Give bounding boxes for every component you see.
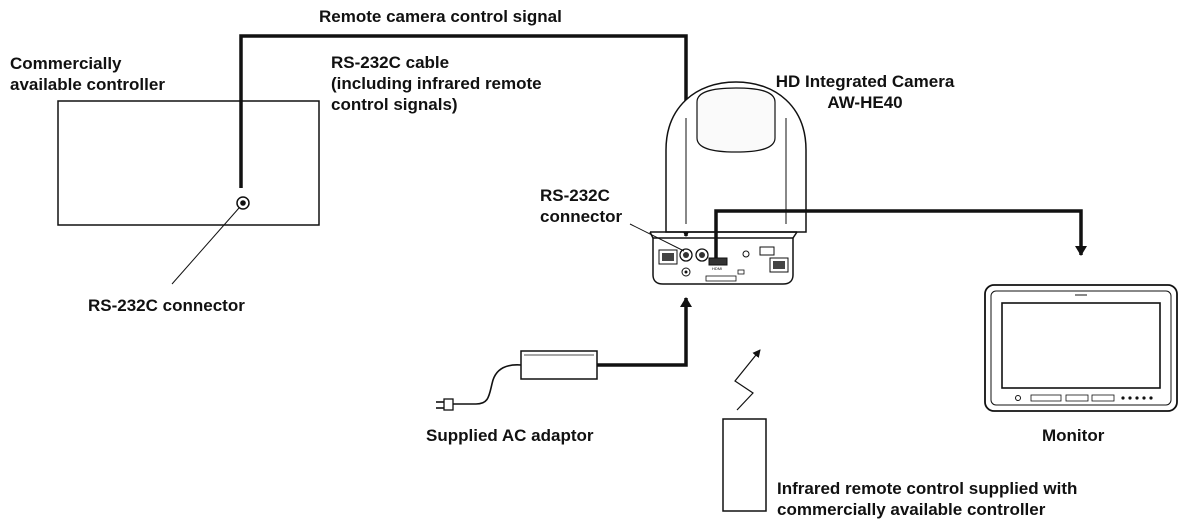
controller-connector-leader xyxy=(171,207,240,285)
camera-connector-label: RS-232C connector xyxy=(540,185,622,227)
camera-connector-label-line-2: connector xyxy=(540,207,623,226)
cable-label-line-2: (including infrared remote xyxy=(331,74,542,93)
ac-power-plug xyxy=(436,398,454,411)
ac-adaptor-dc-cable xyxy=(597,297,692,367)
camera-hdmi-port-label: HDMI xyxy=(712,266,722,271)
remote-control-label-line-1: Infrared remote control supplied with xyxy=(777,479,1078,498)
controller-label-line-1: Commercially xyxy=(10,54,122,73)
remote-control-label-line-2: commercially available controller xyxy=(777,500,1046,519)
camera-label-line-2: AW-HE40 xyxy=(827,93,903,112)
cable-label-line-1: RS-232C cable xyxy=(331,53,450,72)
controller-rs232c-port xyxy=(236,196,250,210)
ac-adaptor-label: Supplied AC adaptor xyxy=(426,426,594,445)
remote-control-label: Infrared remote control supplied with co… xyxy=(777,478,1077,520)
cable-label-line-3: control signals) xyxy=(331,95,458,114)
signal-path-label: Remote camera control signal xyxy=(319,7,562,26)
controller-label: Commercially available controller xyxy=(10,53,165,95)
infrared-remote-control xyxy=(722,418,767,512)
controller-box xyxy=(57,100,320,226)
controller-connector-label: RS-232C connector xyxy=(88,296,245,315)
monitor-label: Monitor xyxy=(1042,426,1105,445)
camera-connector-label-line-1: RS-232C xyxy=(540,186,610,205)
video-output-line xyxy=(714,209,1087,258)
ac-adaptor xyxy=(520,350,598,380)
monitor xyxy=(984,284,1178,412)
camera-connector-leader xyxy=(629,223,685,252)
camera-body xyxy=(665,81,807,233)
cable-label: RS-232C cable (including infrared remote… xyxy=(331,52,542,115)
camera-label-line-1: HD Integrated Camera xyxy=(775,72,955,91)
camera-rear-panel xyxy=(649,231,798,285)
camera-label: HD Integrated Camera AW-HE40 xyxy=(755,71,975,113)
infrared-signal-zigzag xyxy=(734,349,761,411)
ac-power-cord xyxy=(452,364,522,405)
controller-label-line-2: available controller xyxy=(10,75,165,94)
